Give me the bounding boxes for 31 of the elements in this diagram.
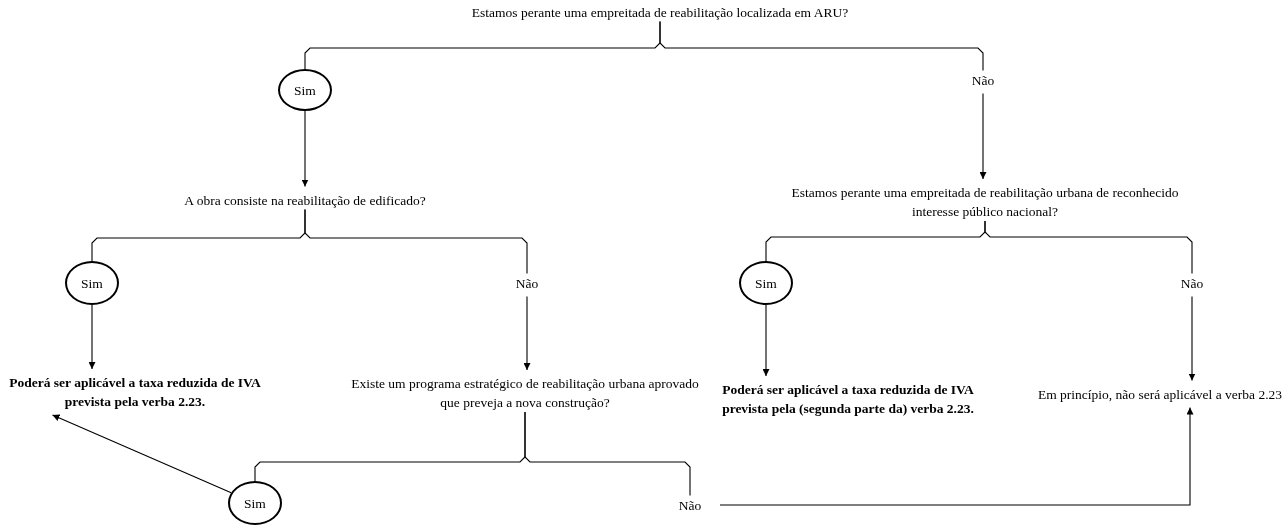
brace-line <box>524 411 691 497</box>
answer-label: Sim <box>81 274 103 293</box>
arrow <box>719 406 1194 506</box>
question-text: Estamos perante uma empreitada de reabilitação urbana de reconhecido interesse público nacional? <box>770 183 1200 221</box>
brace-line <box>659 20 984 72</box>
answer-ellipse <box>65 261 119 305</box>
answer-label: Não <box>670 495 710 515</box>
question-text: Estamos perante uma empreitada de reabilitação localizada em ARU? <box>360 2 960 22</box>
arrow <box>88 304 96 370</box>
result-text: Em princípio, não será aplicável a verba 2.23 <box>1035 384 1285 404</box>
answer-label: Sim <box>294 81 316 100</box>
answer-ellipse <box>278 69 332 111</box>
result-text: Poderá ser aplicável a taxa reduzida de IVA prevista pela verba 2.23. <box>0 373 273 411</box>
arrow <box>51 414 232 494</box>
brace-line <box>304 208 528 275</box>
answer-label: Não <box>507 273 547 293</box>
arrow <box>1188 295 1196 382</box>
answer-ellipse <box>739 261 793 305</box>
answer-label: Não <box>1172 273 1212 293</box>
question-text: A obra consiste na reabilitação de edificado? <box>145 190 465 210</box>
arrow <box>979 92 987 180</box>
result-text: Poderá ser aplicável a taxa reduzida de IVA prevista pela (segunda parte da) verba 2.23. <box>715 380 981 418</box>
arrow <box>301 110 309 188</box>
answer-ellipse <box>228 481 282 525</box>
arrow <box>523 295 531 371</box>
answer-label: Sim <box>244 494 266 513</box>
arrow <box>762 304 770 377</box>
answer-label: Sim <box>755 274 777 293</box>
brace-line <box>984 220 1193 275</box>
answer-label: Não <box>963 70 1003 90</box>
question-text: Existe um programa estratégico de reabilitação urbana aprovado que preveja a nova construção? <box>340 374 710 412</box>
